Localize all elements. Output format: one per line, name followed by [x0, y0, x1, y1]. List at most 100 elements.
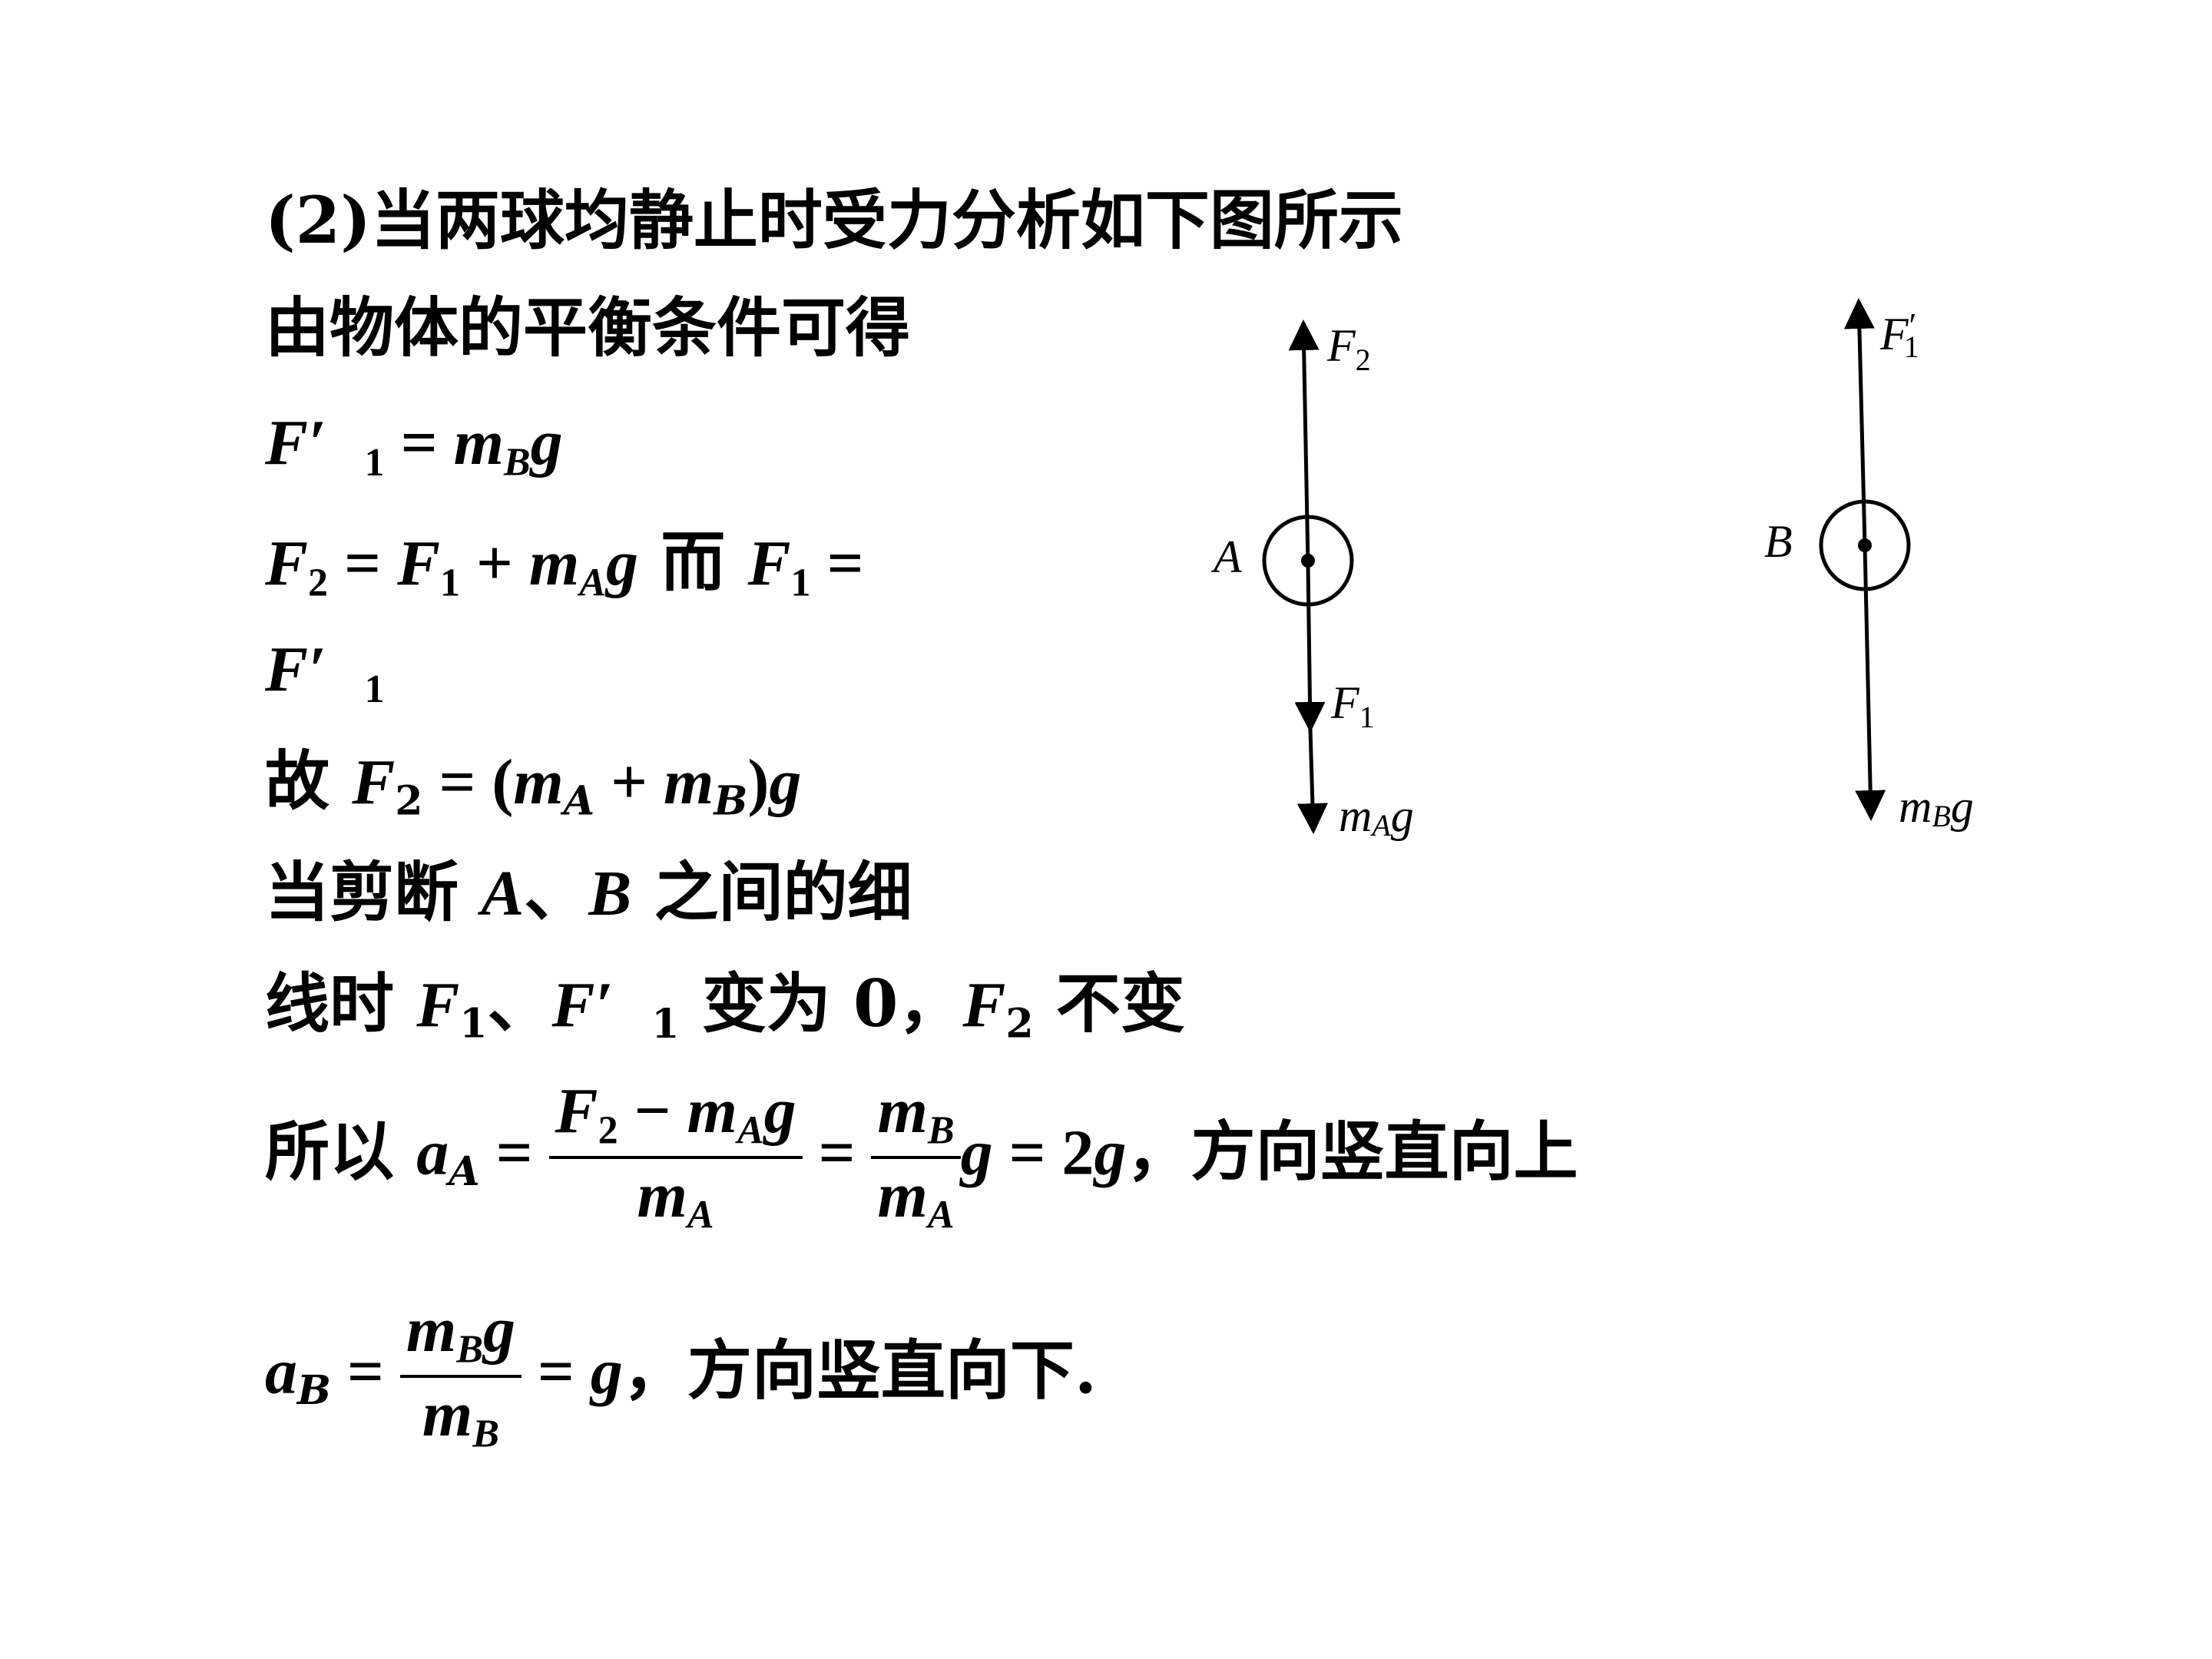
var-f: F	[265, 528, 309, 599]
arrow-weight-b	[1855, 545, 1886, 821]
eq: =	[331, 1336, 400, 1408]
line-1: (2)当两球均静止时受力分析如下图所示	[265, 188, 1403, 253]
sub-a: A	[687, 1193, 714, 1237]
sub-a: A	[927, 1193, 955, 1237]
arrow-weight-a	[1296, 729, 1328, 834]
direction-up: ，方向竖直向上	[1126, 1113, 1578, 1190]
dun: 、	[487, 965, 552, 1041]
var-a: A	[481, 858, 525, 929]
var-f: F	[747, 528, 791, 599]
line-2: 由物体的平衡条件可得	[265, 296, 910, 360]
numerator: mBg	[399, 1298, 522, 1378]
text: 当剪断	[265, 854, 482, 930]
eq: =	[522, 1336, 591, 1408]
sub-a: A	[563, 777, 595, 825]
var-b: B	[588, 858, 632, 929]
var-g: g	[590, 1336, 623, 1408]
var-g: g	[763, 1075, 796, 1147]
eq: =	[328, 528, 397, 599]
sub-b: B	[927, 1108, 955, 1153]
var-m: m	[406, 1294, 457, 1366]
ball-b-label: B	[1764, 516, 1793, 567]
var-m: m	[637, 1159, 687, 1231]
denominator: mA	[549, 1159, 803, 1236]
text: 变为 0，	[679, 965, 963, 1041]
line-7: 当剪断 A、B 之间的细	[265, 860, 912, 926]
var-f-prime: F′	[265, 407, 326, 478]
ball-a-label: A	[1210, 531, 1242, 582]
var-f-prime: F′	[551, 969, 614, 1041]
line-8: 线时 F1、F′1 变为 0，F2 不变	[265, 972, 1185, 1045]
var-g: g	[769, 747, 802, 818]
plus: +	[460, 528, 529, 599]
plus: +	[594, 747, 664, 818]
sub-a: A	[737, 1108, 764, 1153]
ball-b	[1819, 499, 1911, 591]
var-f-prime: F′	[265, 634, 326, 705]
ball-b-center	[1858, 538, 1872, 552]
var-a: a	[416, 1117, 449, 1189]
var-m: m	[877, 1159, 928, 1231]
var-f: F	[396, 528, 440, 599]
text: 不变	[1033, 965, 1185, 1041]
sub-1: 1	[439, 561, 461, 605]
dun: 、	[524, 854, 589, 930]
denominator: mA	[871, 1159, 960, 1236]
word-suoyi: 所以	[265, 1113, 417, 1190]
sub-b: B	[472, 1412, 499, 1456]
var-g: g	[530, 407, 563, 478]
ball-a-center	[1301, 554, 1315, 568]
sub-b: B	[456, 1327, 483, 1372]
sub-1: 1	[364, 440, 385, 485]
numerator: mB	[871, 1079, 961, 1159]
sub-2: 2	[1005, 1000, 1034, 1048]
sub-1: 1	[651, 1000, 680, 1048]
numerator: F2 − mAg	[548, 1079, 803, 1159]
minus: −	[618, 1075, 687, 1147]
var-g: g	[1094, 1117, 1127, 1189]
var-m: m	[453, 407, 504, 478]
sub-b: B	[503, 440, 531, 485]
direction-down: ，方向竖直向下.	[622, 1332, 1098, 1409]
var-f: F	[962, 969, 1006, 1041]
var-f: F	[555, 1075, 598, 1147]
var-m: m	[877, 1075, 928, 1147]
sub-2: 2	[395, 777, 423, 825]
ball-a	[1262, 515, 1354, 607]
arrow-f2-up	[1288, 320, 1320, 565]
sub-2: 2	[598, 1108, 618, 1153]
var-m: m	[687, 1075, 737, 1147]
close-paren: )	[747, 747, 770, 818]
var-g: g	[960, 1117, 993, 1189]
var-a: a	[265, 1336, 297, 1408]
var-g: g	[606, 528, 638, 599]
eq: =	[810, 528, 864, 599]
arrow-f1-prime-up	[1843, 298, 1875, 546]
eq-open: = (	[422, 747, 514, 818]
eq: =	[802, 1117, 872, 1189]
sub-b: B	[297, 1367, 332, 1415]
word-er: 而	[638, 524, 748, 600]
text: 线时	[265, 965, 417, 1041]
label-ma-g: mAg	[1339, 790, 1414, 843]
line-2-text: 由物体的平衡条件可得	[265, 290, 911, 366]
label-f1: F1	[1330, 677, 1375, 734]
eq: =	[384, 407, 454, 478]
sub-1: 1	[790, 561, 811, 605]
label-f2: F2	[1326, 320, 1371, 377]
var-m: m	[422, 1378, 473, 1450]
denominator: mB	[400, 1378, 522, 1455]
word-gu: 故	[265, 743, 353, 819]
var-f: F	[352, 747, 396, 818]
ball-b-group: B F′1 mBg	[1764, 298, 1974, 833]
equation-f1-prime-cont: F′1	[265, 637, 385, 710]
eq-two: = 2	[992, 1117, 1094, 1189]
sub-a: A	[579, 561, 606, 605]
arrow-f1-down	[1294, 564, 1326, 733]
line-1-text: (2)当两球均静止时受力分析如下图所示	[265, 182, 1403, 258]
